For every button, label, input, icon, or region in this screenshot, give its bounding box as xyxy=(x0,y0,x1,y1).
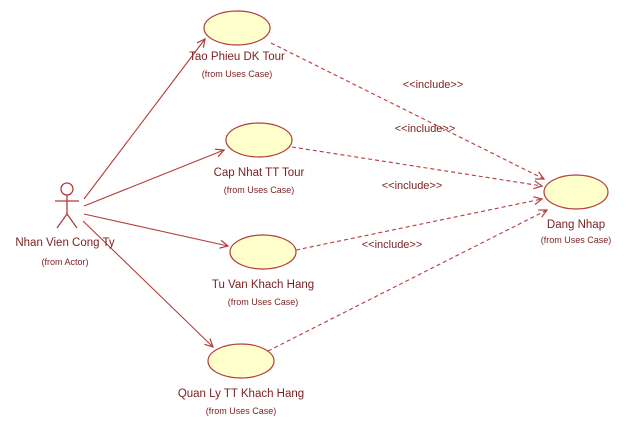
usecase-ellipse[interactable] xyxy=(203,10,271,46)
include-edge-cap-nhat xyxy=(291,146,544,190)
usecase-ellipse[interactable] xyxy=(225,122,293,158)
usecase-quan-ly-tt-khach-hang[interactable]: Quan Ly TT Khach Hang (from Uses Case) xyxy=(178,343,304,416)
include-edge-quan-ly xyxy=(267,209,549,352)
actor-from: (from Actor) xyxy=(41,257,88,267)
usecase-from: (from Uses Case) xyxy=(202,69,273,79)
usecase-dang-nhap[interactable]: Dang Nhap (from Uses Case) xyxy=(541,174,612,245)
actor-head-icon xyxy=(60,182,74,196)
usecase-ellipse[interactable] xyxy=(229,234,297,270)
actor-right-leg-icon xyxy=(66,213,78,229)
usecase-tu-van-khach-hang[interactable]: Tu Van Khach Hang (from Uses Case) xyxy=(212,234,314,307)
usecase-name: Tao Phieu DK Tour xyxy=(189,51,285,63)
usecase-from: (from Uses Case) xyxy=(228,297,299,307)
actor-left-leg-icon xyxy=(56,213,68,229)
usecase-ellipse[interactable] xyxy=(543,174,609,210)
include-label-2: <<include>> xyxy=(395,123,456,135)
association-edge-tu-van xyxy=(83,213,230,249)
usecase-name: Quan Ly TT Khach Hang xyxy=(178,388,304,400)
usecase-cap-nhat-tt-tour[interactable]: Cap Nhat TT Tour (from Uses Case) xyxy=(214,122,305,195)
usecase-name: Dang Nhap xyxy=(547,219,605,231)
usecase-from: (from Uses Case) xyxy=(206,406,277,416)
association-edge-quan-ly xyxy=(82,220,214,348)
usecase-from: (from Uses Case) xyxy=(224,185,295,195)
usecase-tao-phieu-dk-tour[interactable]: Tao Phieu DK Tour (from Uses Case) xyxy=(189,10,285,79)
usecase-name: Tu Van Khach Hang xyxy=(212,279,314,291)
association-edge-tao-phieu xyxy=(83,37,206,200)
include-label-3: <<include>> xyxy=(382,180,443,192)
actor-name: Nhan Vien Cong Ty xyxy=(15,237,115,249)
usecase-name: Cap Nhat TT Tour xyxy=(214,167,305,179)
include-label-4: <<include>> xyxy=(362,239,423,251)
include-label-1: <<include>> xyxy=(403,79,464,91)
usecase-ellipse[interactable] xyxy=(207,343,275,379)
actor-nhan-vien-cong-ty[interactable] xyxy=(55,182,79,229)
usecase-from: (from Uses Case) xyxy=(541,235,612,245)
association-edge-cap-nhat xyxy=(83,148,226,207)
include-edge-tao-phieu xyxy=(270,42,546,180)
